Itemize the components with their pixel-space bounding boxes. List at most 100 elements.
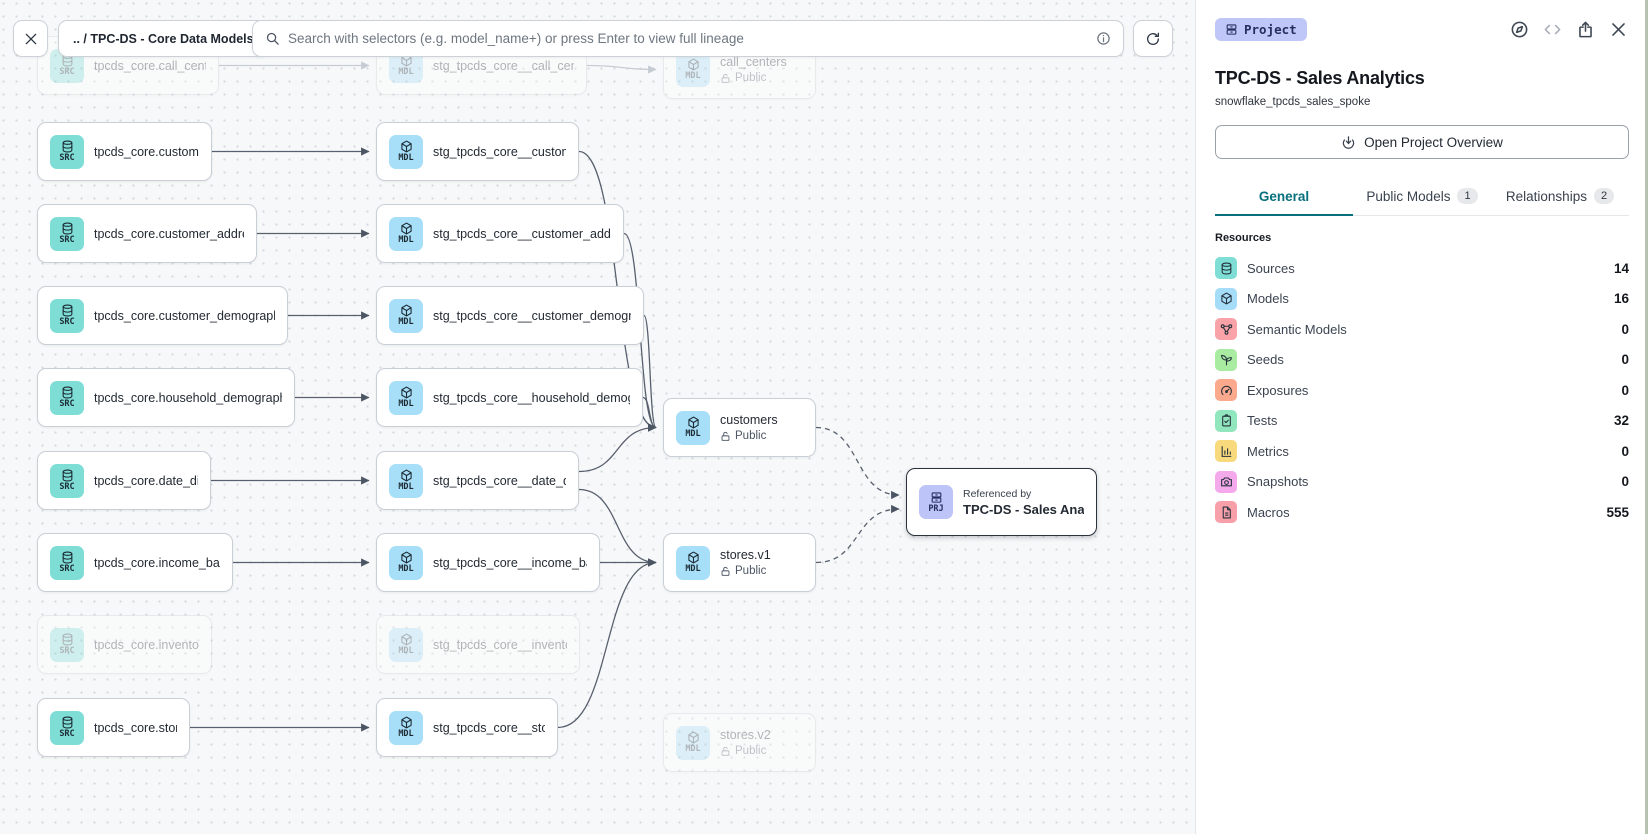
file-icon [1215,501,1237,524]
mdl-chip: MDL [389,710,423,745]
graph-node-stg_store[interactable]: MDL stg_tpcds_core__store [376,698,558,757]
node-access-badge: Public [720,565,771,577]
lineage-edge [578,488,657,567]
overview-icon [1341,135,1356,150]
mdl-chip: MDL [389,463,423,498]
mdl-chip: MDL [676,410,710,445]
close-panel-button[interactable] [1609,20,1629,40]
view-code-button[interactable] [1543,20,1563,40]
lineage-edge [557,558,657,729]
share-button[interactable] [1576,20,1596,40]
mdl-chip: MDL [389,216,423,251]
resource-row-exposures: Exposures 0 [1215,375,1629,406]
graph-node-src_customer[interactable]: SRC tpcds_core.customer [37,122,212,181]
node-pre-label: Referenced by [963,487,1032,500]
tab-relationships[interactable]: Relationships 2 [1491,179,1629,216]
refresh-lineage-button[interactable] [1133,20,1173,57]
gauge-icon [1215,379,1237,402]
tab-count-badge: 1 [1457,188,1478,204]
info-icon[interactable] [1096,31,1111,46]
explore-lineage-button[interactable] [1510,20,1530,40]
lineage-search[interactable] [252,20,1124,57]
src-chip: SRC [50,216,84,251]
lock-open-icon [720,746,731,757]
mdl-chip: MDL [389,298,423,333]
node-label: tpcds_core.customer [94,144,199,159]
graph-node-stg_customer_address[interactable]: MDL stg_tpcds_core__customer_address [376,204,624,263]
src-chip: SRC [50,134,84,169]
bars-icon [1215,440,1237,463]
lineage-edge [586,64,657,74]
lock-open-icon [720,431,731,442]
mdl-chip: MDL [676,52,710,87]
node-label: tpcds_core.call_center [94,58,206,73]
mdl-chip: MDL [389,627,423,662]
db-icon [61,551,74,564]
close-lineage-button[interactable] [13,20,48,57]
open-project-overview-label: Open Project Overview [1364,134,1503,150]
cube-icon [400,551,413,564]
breadcrumb[interactable]: .. / TPC-DS - Core Data Models [58,20,269,57]
lock-open-icon [720,566,731,577]
src-chip: SRC [50,298,84,333]
resources-list: Sources 14 Models 16 Semantic Models 0 S… [1215,253,1629,528]
src-chip: SRC [50,463,84,498]
lock-open-icon [720,73,731,84]
mdl-chip: MDL [389,380,423,415]
resource-type-badge: Project [1215,18,1307,41]
resource-row-macros: Macros 555 [1215,497,1629,528]
node-label: stg_tpcds_core__store [433,720,545,735]
cube-icon [687,551,700,564]
refresh-icon [1145,31,1161,47]
lineage-edge [815,504,900,564]
compass-icon [1510,20,1529,39]
mdl-chip: MDL [676,725,710,760]
node-label: stg_tpcds_core__customer_demogra… [433,308,631,323]
lineage-canvas[interactable]: SRCtpcds_core.call_centerSRCtpcds_core.c… [0,0,1195,834]
tab-general[interactable]: General [1215,179,1353,216]
db-icon [61,304,74,317]
graph-node-stg_customer_demographics[interactable]: MDL stg_tpcds_core__customer_demogra… [376,286,644,345]
tab-count-badge: 2 [1593,188,1615,204]
db-icon [1215,257,1237,280]
seed-icon [1215,348,1237,371]
node-label: stg_tpcds_core__customer [433,144,566,159]
panel-tabs: General Public Models 1 Relationships 2 [1215,179,1629,216]
cube-icon [400,222,413,235]
page-title: TPC-DS - Sales Analytics [1215,68,1425,88]
node-access-badge: Public [720,72,787,84]
cube-icon [400,140,413,153]
lineage-edge [643,314,657,432]
share-icon [1576,20,1595,39]
breadcrumb-label: .. / TPC-DS - Core Data Models [73,31,254,46]
cube-icon [687,416,700,429]
open-project-overview-button[interactable]: Open Project Overview [1215,125,1629,159]
node-access-badge: Public [720,430,778,442]
tab-public-models[interactable]: Public Models 1 [1353,179,1491,216]
node-label: stg_tpcds_core__customer_address [433,226,611,241]
src-chip: SRC [50,380,84,415]
prj-chip: PRJ [919,485,953,519]
cube-icon [687,731,700,744]
node-access-badge: Public [720,745,771,757]
node-label: stg_tpcds_core__income_band [433,555,587,570]
search-icon [265,31,280,46]
search-input[interactable] [288,31,1088,46]
drawers-icon [930,491,943,504]
